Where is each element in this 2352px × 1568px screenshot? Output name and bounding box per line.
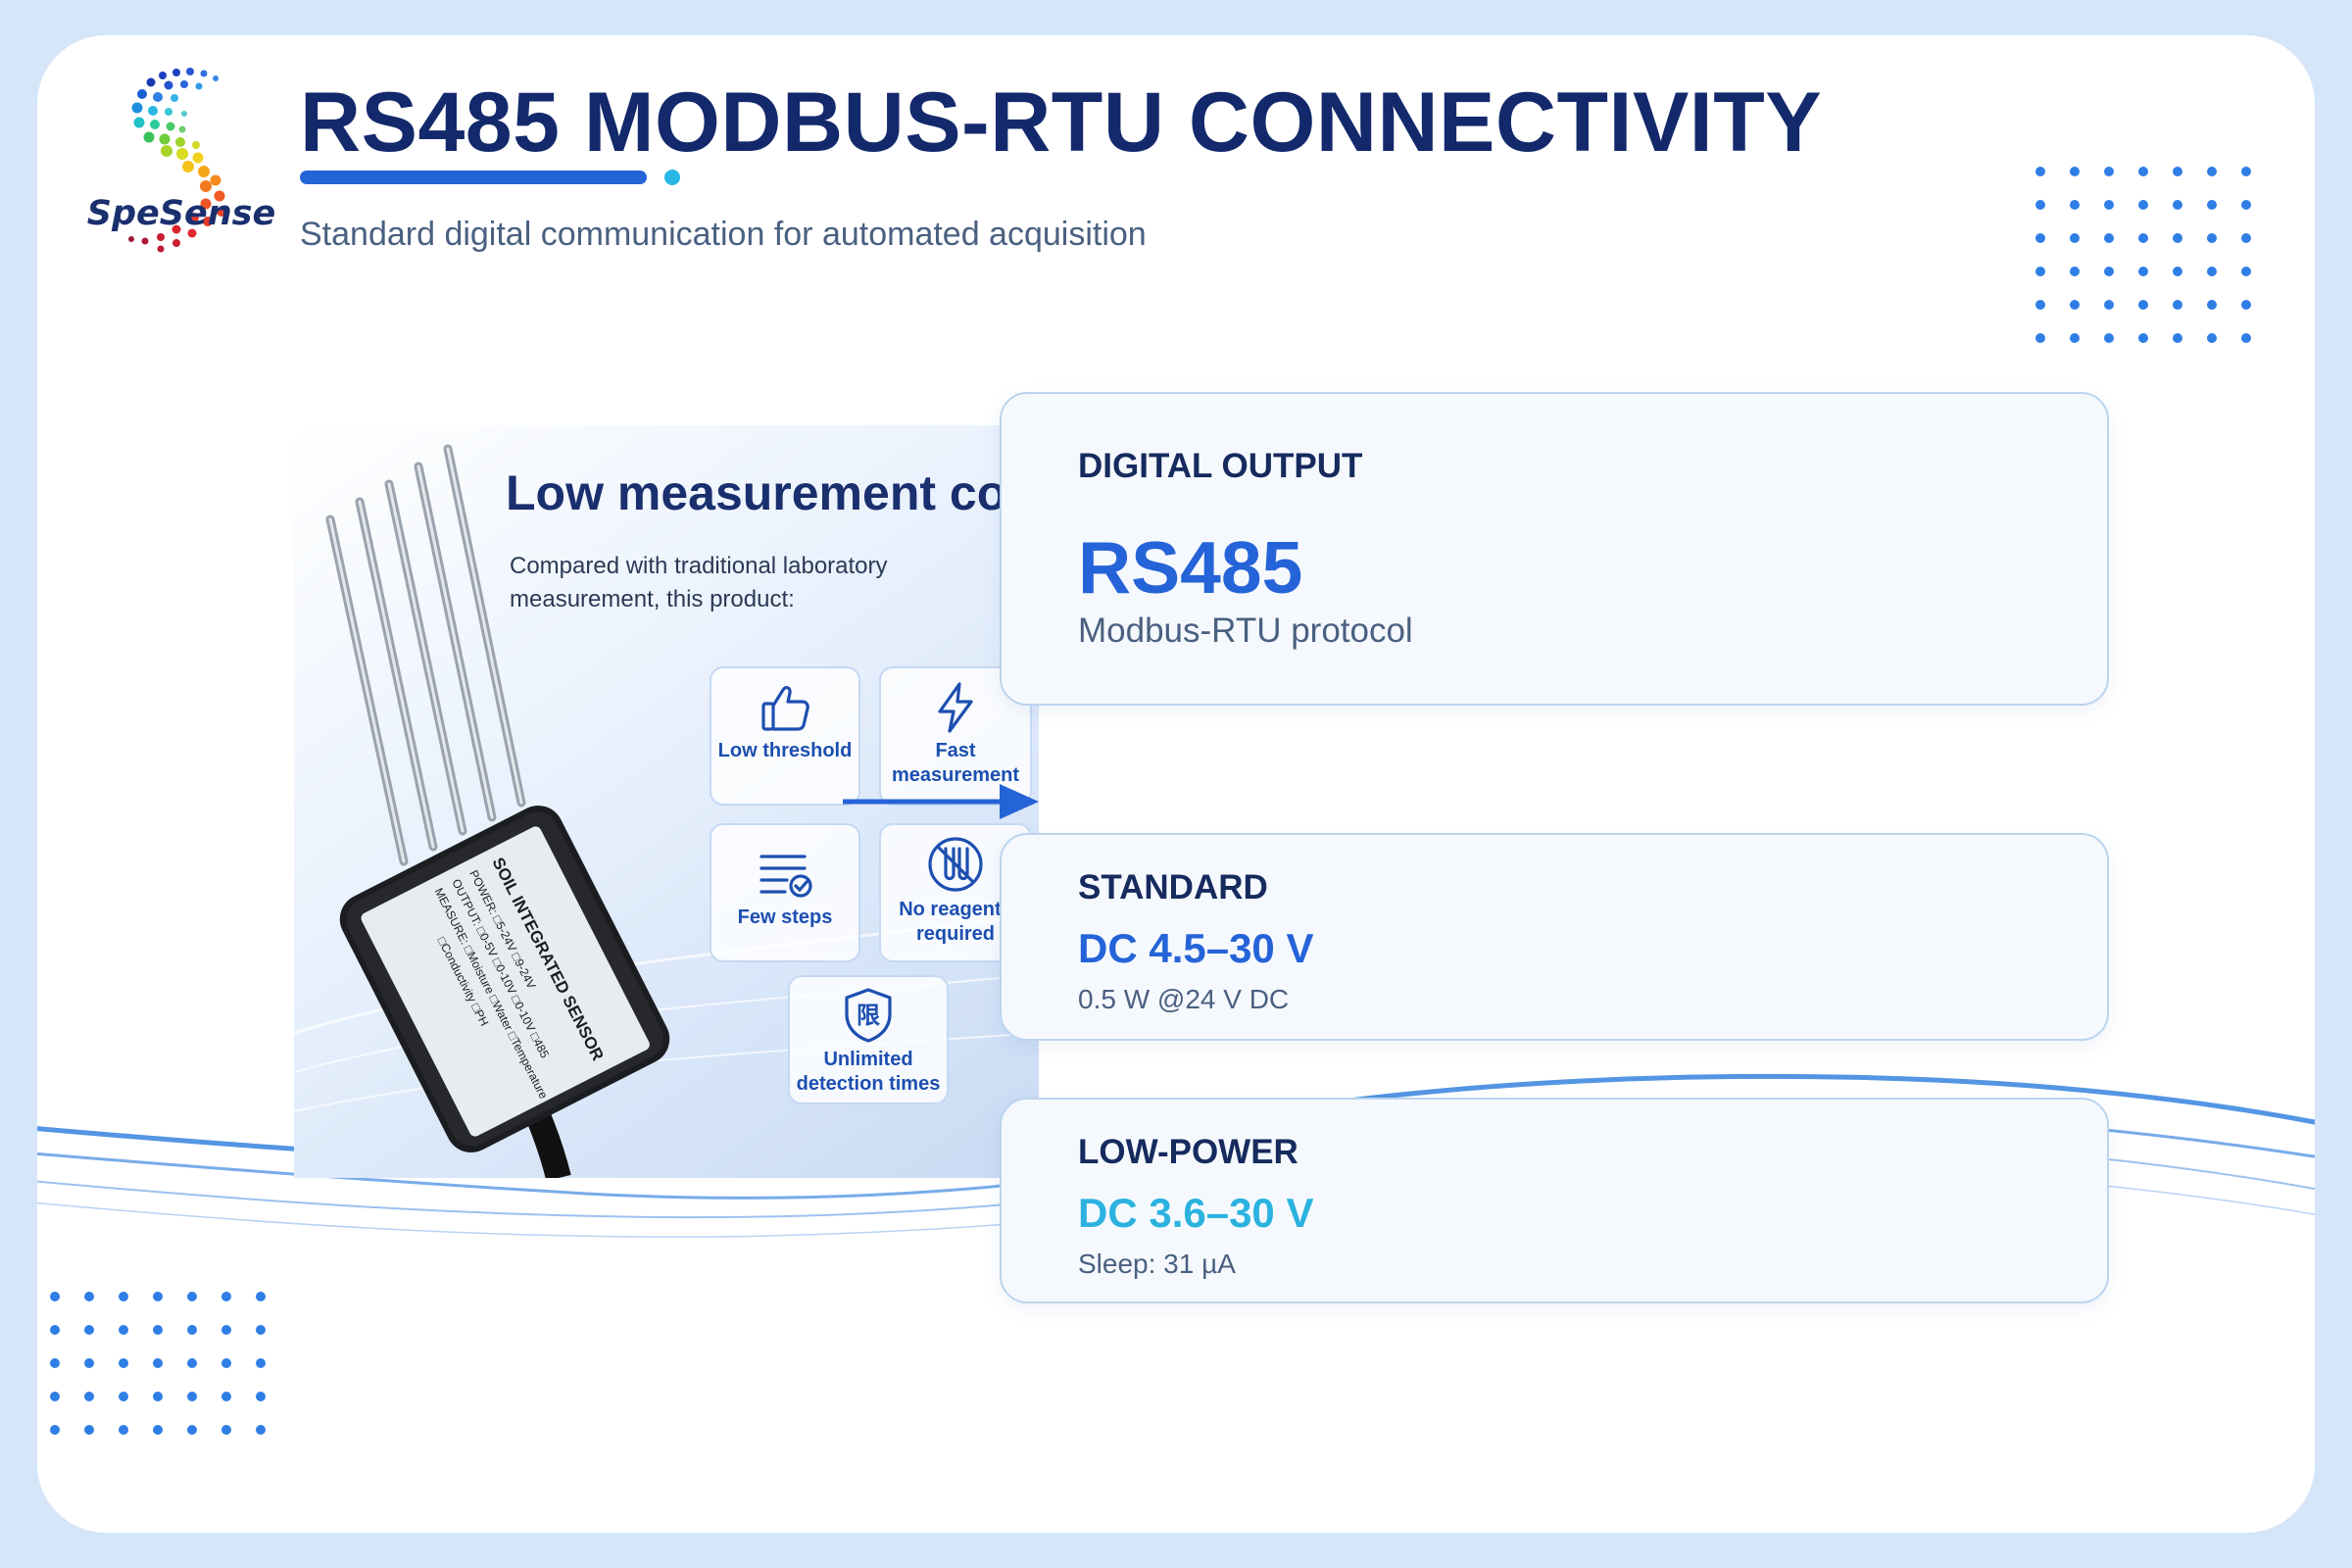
shield-limit-icon: 限 — [845, 988, 892, 1043]
feature-label: Unlimited detection times — [796, 1049, 941, 1095]
no-reagents-icon — [928, 837, 983, 892]
spec-card-standard: STANDARD DC 4.5–30 V 0.5 W @24 V DC — [1000, 833, 2109, 1041]
limit-glyph: 限 — [857, 1002, 880, 1029]
feature-label: Few steps — [737, 906, 833, 928]
content-card: SpeSense RS485 MODBUS-RTU CONNECTIVITY S… — [37, 35, 2315, 1533]
soil-sensor-illustration: SOIL INTEGRATED SENSOR POWER: □5-24V □9-… — [294, 444, 1039, 1178]
title-accent-dot — [664, 170, 680, 185]
feature-label: Fast measurement — [891, 740, 1020, 786]
dot-grid-decoration-bottom-left — [50, 1292, 266, 1435]
product-image-panel: SOIL INTEGRATED SENSOR POWER: □5-24V □9-… — [294, 425, 1039, 1178]
dot-grid-decoration-top-right — [2035, 167, 2251, 343]
page-subtitle: Standard digital communication for autom… — [300, 216, 1147, 253]
feature-tile-low-threshold: Low threshold — [710, 666, 860, 806]
product-headline: Low measurement cost — [506, 466, 1039, 520]
spec-value: DC 4.5–30 V — [1078, 925, 1314, 971]
spec-value: RS485 — [1078, 526, 1303, 609]
page-title: RS485 MODBUS-RTU CONNECTIVITY — [300, 75, 1823, 170]
spec-heading: LOW-POWER — [1078, 1133, 1298, 1171]
feature-tile-few-steps: Few steps — [710, 823, 860, 962]
spec-heading: DIGITAL OUTPUT — [1078, 447, 1363, 485]
spec-note: Sleep: 31 µA — [1078, 1249, 1236, 1279]
spec-note: 0.5 W @24 V DC — [1078, 984, 1290, 1014]
feature-tile-unlimited-detection: 限 Unlimited detection times — [788, 975, 949, 1104]
feature-label: Low threshold — [717, 740, 853, 761]
lightning-bolt-icon — [938, 682, 973, 733]
thumbs-up-icon — [761, 686, 809, 731]
spec-heading: STANDARD — [1078, 868, 1268, 906]
spec-card-low-power: LOW-POWER DC 3.6–30 V Sleep: 31 µA — [1000, 1098, 2109, 1303]
brand-name: SpeSense — [86, 194, 276, 233]
spec-note: Modbus-RTU protocol — [1078, 612, 1413, 650]
checklist-icon — [760, 855, 812, 898]
spec-card-digital-output: DIGITAL OUTPUT RS485 Modbus-RTU protocol — [1000, 392, 2109, 706]
spesense-logo-icon — [128, 68, 226, 253]
arrow-right-icon — [843, 784, 1039, 819]
product-description: Compared with traditional laboratory mea… — [510, 553, 888, 612]
feature-label: No reagents required — [899, 899, 1012, 945]
title-underline-bar — [300, 171, 647, 184]
spec-value: DC 3.6–30 V — [1078, 1190, 1314, 1236]
